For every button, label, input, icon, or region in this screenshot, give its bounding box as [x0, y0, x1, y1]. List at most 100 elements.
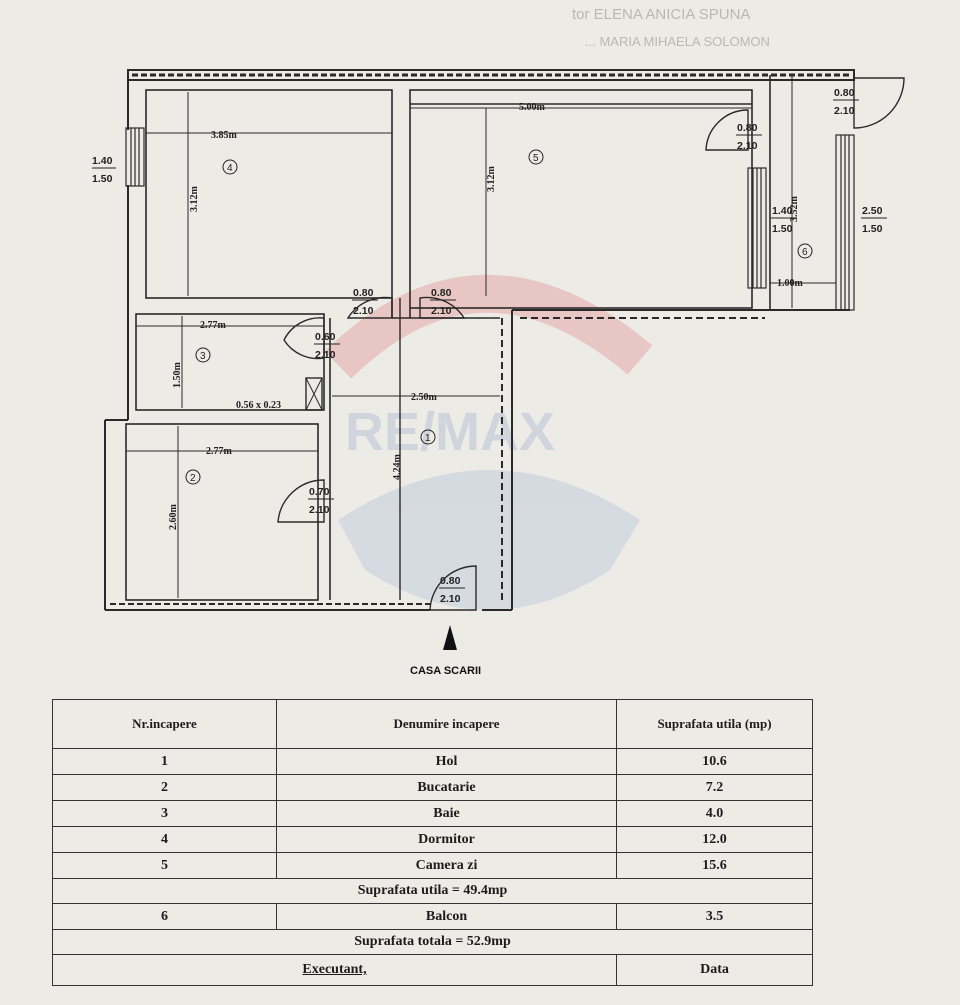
- svg-text:2.10: 2.10: [315, 349, 336, 361]
- date-label: Data: [616, 954, 813, 986]
- room-marker-2: 2: [185, 469, 201, 485]
- total-row: Suprafata totala = 52.9mp: [52, 929, 813, 955]
- header-room-number: Nr.incapere: [52, 699, 277, 749]
- stair-label: CASA SCARII: [410, 665, 481, 677]
- room-marker-4: 4: [222, 159, 238, 175]
- dim-room2-height: 2.60m: [168, 504, 179, 531]
- opening-3: 0.80 2.10: [430, 287, 456, 317]
- svg-text:2.10: 2.10: [834, 105, 855, 117]
- cell-area: 12.0: [616, 826, 813, 853]
- svg-text:0.60: 0.60: [315, 331, 336, 343]
- cell-nr: 5: [52, 852, 277, 879]
- cell-nr: 2: [52, 774, 277, 801]
- svg-text:1.40: 1.40: [92, 155, 113, 167]
- subtotal-text: Suprafata utila = 49.4mp: [52, 878, 813, 904]
- executant-row: Executant, Data: [52, 954, 813, 986]
- opening-9: 1.40 1.50: [771, 205, 797, 235]
- dimension-lines: [126, 76, 836, 600]
- svg-text:2.10: 2.10: [440, 593, 461, 605]
- svg-text:3: 3: [200, 351, 206, 362]
- executant-label: Executant,: [52, 954, 617, 986]
- cell-name: Dormitor: [276, 826, 617, 853]
- cell-nr: 1: [52, 748, 277, 775]
- rooms-table: Nr.incapere Denumire incapere Suprafata …: [52, 699, 813, 986]
- svg-text:0.80: 0.80: [834, 87, 855, 99]
- opening-10: 2.50 1.50: [861, 205, 887, 235]
- dim-hall-height: 4.24m: [392, 454, 403, 481]
- walls: [104, 69, 905, 611]
- dim-room4-height: 3.12m: [189, 186, 200, 213]
- room-marker-6: 6: [797, 243, 813, 259]
- balcony-row: 6 Balcon 3.5: [52, 903, 813, 930]
- svg-text:2.10: 2.10: [737, 140, 758, 152]
- svg-text:0.80: 0.80: [353, 287, 374, 299]
- table-row: 1 Hol 10.6: [52, 748, 813, 775]
- svg-text:6: 6: [802, 247, 808, 258]
- watermark-text: RE/MAX: [345, 402, 555, 462]
- table-row: 4 Dormitor 12.0: [52, 826, 813, 853]
- opening-7: 0.80 2.10: [736, 122, 762, 152]
- dimension-labels: 3.85m 3.12m 5.00m 3.12m 2.77m 1.50m 2.77…: [168, 102, 804, 530]
- dim-room3-height: 1.50m: [172, 362, 183, 389]
- svg-text:1.40: 1.40: [772, 205, 793, 217]
- entrance-arrow-icon: [443, 625, 457, 650]
- cell-area: 4.0: [616, 800, 813, 827]
- total-text: Suprafata totala = 52.9mp: [52, 929, 813, 955]
- opening-5: 0.70 2.10: [308, 486, 334, 516]
- dim-vent: 0.56 x 0.23: [236, 400, 281, 411]
- svg-text:2.10: 2.10: [309, 504, 330, 516]
- room-marker-1: 1: [420, 429, 436, 445]
- dim-balcony-height: 3.52m: [789, 196, 800, 223]
- dim-room3-width: 2.77m: [200, 320, 227, 331]
- opening-8: 0.80 2.10: [833, 87, 859, 117]
- opening-1: 1.40 1.50: [92, 155, 116, 185]
- cell-nr: 4: [52, 826, 277, 853]
- opening-4: 0.60 2.10: [314, 331, 340, 361]
- svg-text:2.10: 2.10: [431, 305, 452, 317]
- cell-area: 15.6: [616, 852, 813, 879]
- opening-labels: 1.40 1.50 0.80 2.10 0.80 2.10 0.60 2.10 0.70…: [92, 87, 887, 605]
- svg-text:1.50: 1.50: [772, 223, 793, 235]
- svg-text:0.80: 0.80: [737, 122, 758, 134]
- cell-area: 3.5: [616, 903, 813, 930]
- remax-watermark: RE/MAX: [324, 274, 653, 610]
- svg-text:2.10: 2.10: [353, 305, 374, 317]
- svg-text:1.50: 1.50: [92, 173, 113, 185]
- cell-name: Bucatarie: [276, 774, 617, 801]
- table-row: 3 Baie 4.0: [52, 800, 813, 827]
- floor-plan: RE/MAX: [92, 69, 905, 677]
- svg-text:1.50: 1.50: [862, 223, 883, 235]
- header-room-name: Denumire incapere: [276, 699, 617, 749]
- background-text-line-1: tor ELENA ANICIA SPUNA: [572, 6, 751, 23]
- cell-area: 10.6: [616, 748, 813, 775]
- svg-text:2: 2: [190, 473, 196, 484]
- svg-text:0.80: 0.80: [431, 287, 452, 299]
- cell-area: 7.2: [616, 774, 813, 801]
- cell-nr: 3: [52, 800, 277, 827]
- subtotal-row: Suprafata utila = 49.4mp: [52, 878, 813, 904]
- dim-room4-width: 3.85m: [211, 130, 238, 141]
- cell-name: Baie: [276, 800, 617, 827]
- svg-text:1: 1: [425, 433, 431, 444]
- svg-text:0.70: 0.70: [309, 486, 330, 498]
- dim-balcony-width: 1.00m: [777, 278, 804, 289]
- room-markers: 1 2 3 4 5 6: [185, 149, 813, 485]
- dim-room5-width: 5.00m: [519, 102, 546, 113]
- background-text-line-2: ... MARIA MIHAELA SOLOMON: [585, 34, 770, 49]
- opening-2: 0.80 2.10: [352, 287, 378, 317]
- dim-hall-width: 2.50m: [411, 392, 438, 403]
- cell-name: Camera zi: [276, 852, 617, 879]
- cell-name: Hol: [276, 748, 617, 775]
- room-marker-3: 3: [195, 347, 211, 363]
- cell-name: Balcon: [276, 903, 617, 930]
- dim-room5-height: 3.12m: [486, 166, 497, 193]
- svg-text:0.80: 0.80: [440, 575, 461, 587]
- opening-6: 0.80 2.10: [439, 575, 465, 605]
- table-row: 2 Bucatarie 7.2: [52, 774, 813, 801]
- header-room-area: Suprafata utila (mp): [616, 699, 813, 749]
- svg-text:4: 4: [227, 163, 233, 174]
- svg-text:5: 5: [533, 153, 539, 164]
- cell-nr: 6: [52, 903, 277, 930]
- room-marker-5: 5: [528, 149, 544, 165]
- svg-text:2.50: 2.50: [862, 205, 883, 217]
